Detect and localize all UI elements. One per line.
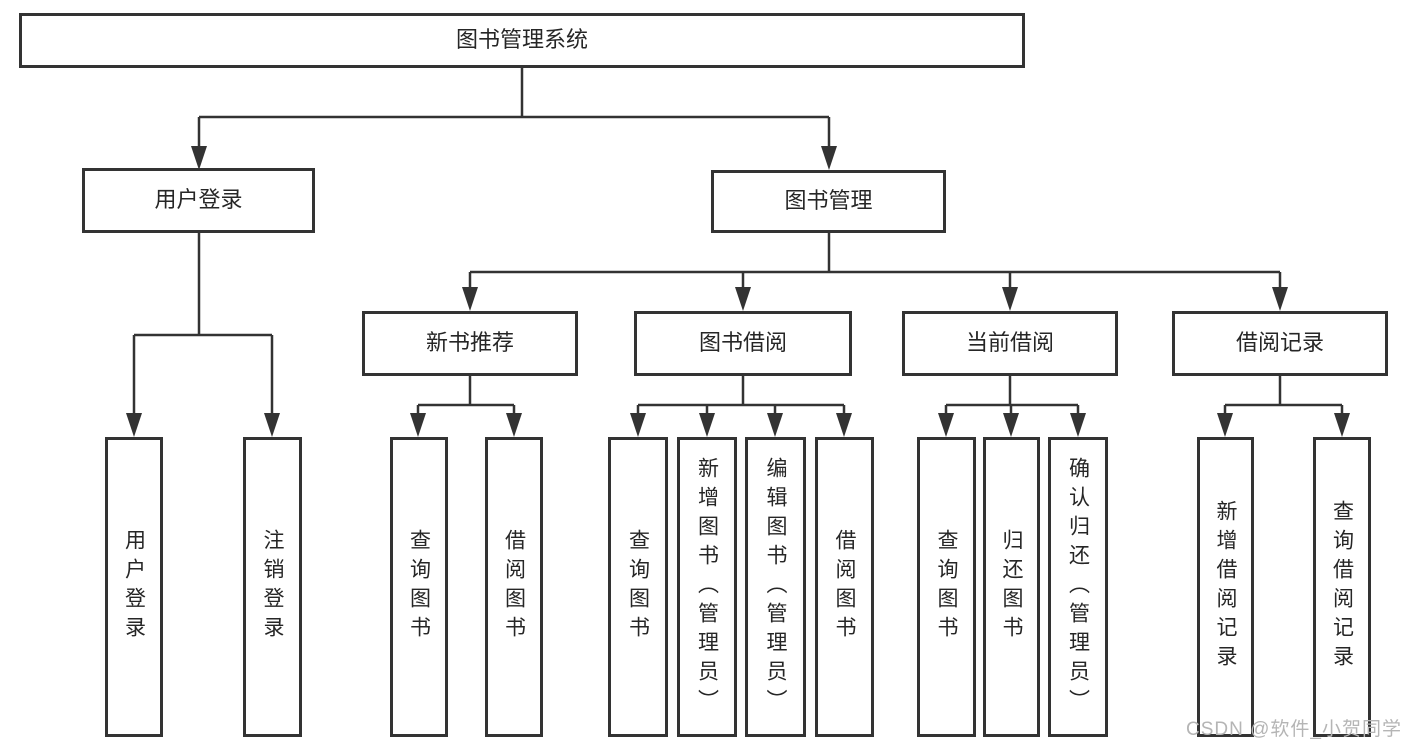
node-borrowing-records: 借阅记录 (1172, 311, 1388, 376)
leaf-return-book: 归还图书 (983, 437, 1040, 737)
node-label: 归还图书 (1000, 529, 1023, 645)
node-label: 查询图书 (935, 529, 958, 645)
leaf-query-book: 查询图书 (608, 437, 668, 737)
node-label: 编辑图书（管理员） (764, 456, 787, 718)
arrow-down-icons (126, 146, 1350, 437)
node-label: 图书管理系统 (455, 27, 588, 53)
node-label: 查询图书 (626, 529, 650, 645)
node-user-login: 用户登录 (82, 168, 315, 233)
node-label: 图书借阅 (698, 330, 787, 356)
leaf-query-borrow-record: 查询借阅记录 (1313, 437, 1371, 737)
leaf-query-current-book: 查询图书 (917, 437, 976, 737)
node-new-book-recommend: 新书推荐 (362, 311, 578, 376)
csdn-watermark: CSDN @软件_小贺同学 (1186, 719, 1402, 740)
node-label: 借阅图书 (833, 529, 856, 645)
node-label: 查询图书 (407, 529, 431, 645)
node-label: 注销登录 (261, 529, 284, 645)
node-label: 借阅记录 (1235, 330, 1324, 356)
node-label: 图书管理 (784, 188, 873, 214)
leaf-user-login: 用户登录 (105, 437, 163, 737)
node-root-library-system: 图书管理系统 (19, 13, 1025, 68)
node-book-management: 图书管理 (711, 170, 946, 233)
node-current-borrowing: 当前借阅 (902, 311, 1118, 376)
node-label: 新增图书（管理员） (695, 456, 719, 718)
leaf-borrow-book-recommend: 借阅图书 (485, 437, 543, 737)
connector-lines (132, 68, 1344, 416)
leaf-edit-book-admin: 编辑图书（管理员） (745, 437, 806, 737)
node-label: 用户登录 (154, 187, 243, 213)
node-label: 确认归还（管理员） (1066, 456, 1090, 718)
node-label: 新书推荐 (425, 330, 514, 356)
leaf-query-book-recommend: 查询图书 (390, 437, 448, 737)
node-label: 查询借阅记录 (1330, 500, 1354, 674)
leaf-logout: 注销登录 (243, 437, 302, 737)
leaf-add-borrow-record: 新增借阅记录 (1197, 437, 1254, 737)
node-label: 用户登录 (122, 529, 146, 645)
leaf-borrow-book: 借阅图书 (815, 437, 874, 737)
leaf-add-book-admin: 新增图书（管理员） (677, 437, 737, 737)
node-label: 当前借阅 (965, 330, 1054, 356)
leaf-confirm-return-admin: 确认归还（管理员） (1048, 437, 1108, 737)
node-book-borrowing: 图书借阅 (634, 311, 852, 376)
node-label: 借阅图书 (502, 529, 526, 645)
node-label: 新增借阅记录 (1214, 500, 1237, 674)
